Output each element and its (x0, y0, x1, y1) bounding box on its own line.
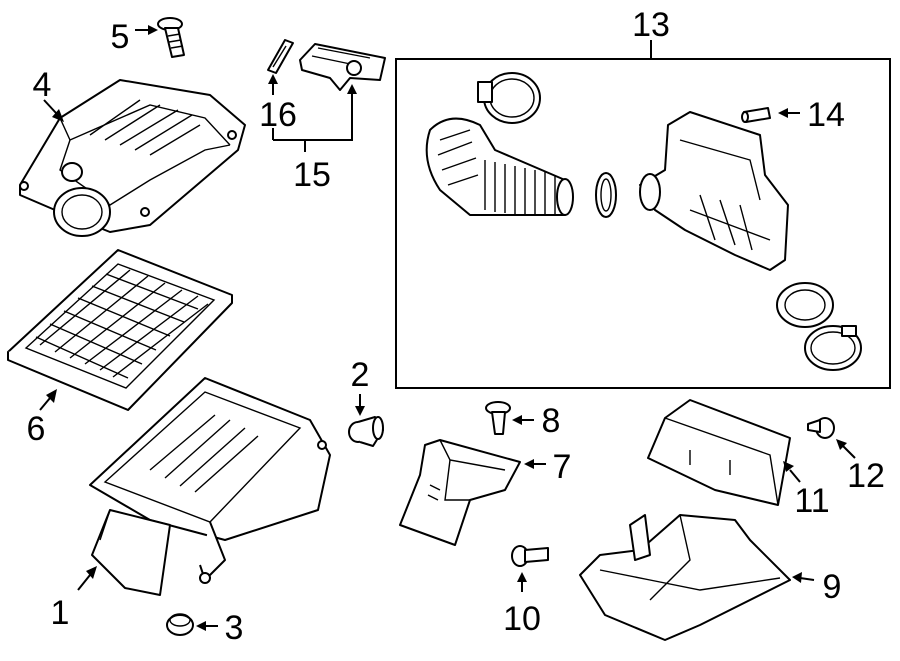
part-14-pin[interactable] (741, 107, 771, 123)
leader-15 (273, 92, 353, 141)
part-5-bolt[interactable] (157, 17, 185, 58)
callout-5: 5 (111, 18, 130, 56)
callout-9: 9 (823, 568, 842, 606)
callout-14: 14 (807, 96, 845, 134)
callout-2: 2 (351, 356, 370, 394)
part-8-push-pin[interactable] (485, 401, 511, 435)
part-7-resonator-duct[interactable] (399, 439, 521, 546)
callout-12: 12 (847, 457, 885, 495)
callout-1: 1 (51, 594, 70, 632)
leader-6 (39, 397, 51, 411)
arrow-1 (86, 566, 97, 579)
leader-11 (789, 469, 801, 483)
arrow-4 (52, 109, 64, 122)
arrow-2 (355, 406, 365, 416)
leader-1 (77, 574, 91, 591)
callout-3: 3 (225, 609, 244, 647)
part-1-air-cleaner-housing[interactable] (89, 377, 331, 596)
leader-9 (799, 577, 815, 581)
group-box-13 (395, 58, 891, 389)
arrow-3 (196, 621, 206, 631)
leader-12 (842, 445, 856, 459)
arrow-5 (148, 25, 158, 35)
callout-11: 11 (794, 482, 829, 520)
part-15-airflow-sensor[interactable] (299, 43, 386, 91)
part-10-push-pin[interactable] (511, 545, 549, 567)
arrow-15 (347, 84, 357, 94)
arrow-12 (836, 439, 847, 450)
arrow-6 (46, 389, 57, 403)
part-11-baffle[interactable] (647, 399, 791, 506)
callout-16: 16 (259, 96, 297, 134)
callout-8: 8 (542, 402, 561, 440)
callout-15: 15 (293, 156, 331, 194)
callout-10: 10 (503, 600, 541, 638)
part-3-grommet[interactable] (166, 613, 194, 636)
part-4-air-cleaner-cover[interactable] (19, 79, 246, 237)
arrow-11 (783, 461, 794, 472)
arrow-9 (792, 572, 802, 583)
callout-13: 13 (632, 6, 670, 44)
part-13-coupler[interactable] (595, 172, 617, 218)
part-13-intake-hose[interactable] (425, 117, 574, 216)
arrow-7 (524, 459, 534, 469)
callout-6: 6 (27, 410, 46, 448)
arrow-8 (512, 415, 522, 425)
arrow-14 (778, 108, 788, 118)
part-13-resonator-box[interactable] (639, 111, 789, 271)
part-12-push-pin[interactable] (807, 417, 835, 439)
leader-4 (43, 99, 57, 114)
part-13-hose-clamp-top[interactable] (477, 72, 541, 124)
arrow-16 (268, 74, 278, 84)
part-2-grommet[interactable] (348, 416, 384, 447)
part-16-gasket[interactable] (267, 39, 294, 74)
part-6-air-filter[interactable] (7, 249, 233, 411)
callout-7: 7 (553, 448, 572, 486)
part-13-hose-clamp-lower[interactable] (804, 325, 862, 371)
part-9-inlet-duct[interactable] (579, 514, 791, 641)
part-13-coupler-lower[interactable] (776, 282, 834, 328)
arrow-10 (517, 572, 527, 582)
callout-4: 4 (33, 66, 52, 104)
